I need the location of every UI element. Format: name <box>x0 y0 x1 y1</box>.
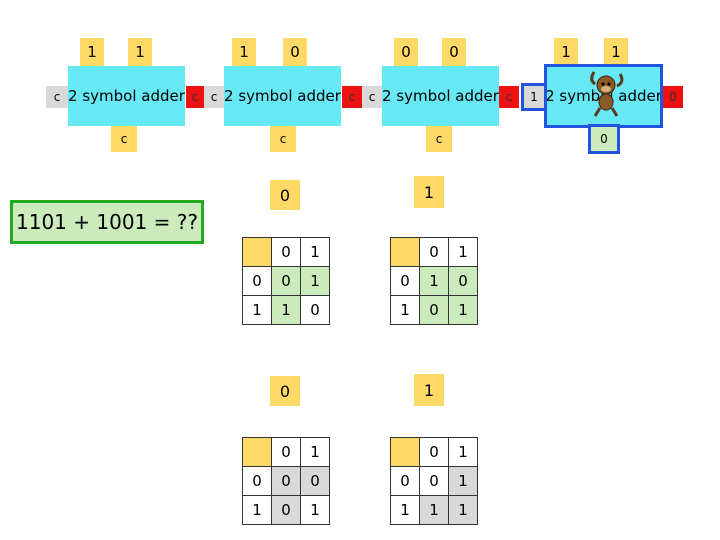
adder-3-input-a: 0 <box>394 38 418 66</box>
adder-2-carry-out: c <box>270 126 296 152</box>
table-cell: 1 <box>419 266 449 296</box>
result-bit-1: 0 <box>270 180 300 210</box>
table-cell: 1 <box>300 266 330 296</box>
result-bit-3: 0 <box>270 376 300 406</box>
adder-2-input-b: 0 <box>283 38 307 66</box>
monkey-icon <box>590 71 624 117</box>
problem-statement: 1101 + 1001 = ?? <box>10 200 204 244</box>
table-header-cell: 1 <box>300 237 330 267</box>
table-cell: 1 <box>419 495 449 525</box>
adder-1-input-b: 1 <box>128 38 152 66</box>
adder-4-carry-in: 1 <box>521 83 547 111</box>
table-cell: 1 <box>271 295 301 325</box>
table-cell: 1 <box>448 295 478 325</box>
adder-2-carry-in: c <box>204 86 224 108</box>
table-header-cell: 0 <box>271 237 301 267</box>
adder-3-label: 2 symbol adder <box>382 87 499 105</box>
adder-3-input-b: 0 <box>442 38 466 66</box>
table-cell: 0 <box>300 295 330 325</box>
adder-4-carry-out: 0 <box>588 124 620 154</box>
adder-1-input-a: 1 <box>80 38 104 66</box>
table-corner <box>390 437 420 467</box>
table-header-cell: 0 <box>271 437 301 467</box>
connector-1: c <box>186 86 204 108</box>
adder-2-label: 2 symbol adder <box>224 87 341 105</box>
adder-4-input-a: 1 <box>554 38 578 66</box>
table-cell: 1 <box>300 495 330 525</box>
adder-1-carry-in: c <box>46 86 68 108</box>
table-header-cell: 0 <box>419 237 449 267</box>
table-corner <box>390 237 420 267</box>
adder-1-carry-out: c <box>111 126 137 152</box>
table-corner <box>242 237 272 267</box>
adder-1: 2 symbol adder <box>68 66 185 126</box>
adder-2-input-a: 1 <box>232 38 256 66</box>
table-cell: 0 <box>300 466 330 496</box>
table-row-header: 1 <box>390 495 420 525</box>
adder-3-carry-out: c <box>426 126 452 152</box>
adder-3-carry-in: c <box>362 86 382 108</box>
table-row-header: 0 <box>242 466 272 496</box>
adder-3: 2 symbol adder <box>382 66 499 126</box>
table-cell: 0 <box>271 266 301 296</box>
table-cell: 0 <box>271 466 301 496</box>
table-cell: 0 <box>448 266 478 296</box>
adder-4-input-b: 1 <box>604 38 628 66</box>
table-row-header: 1 <box>390 295 420 325</box>
table-header-cell: 0 <box>419 437 449 467</box>
table-row-header: 1 <box>242 495 272 525</box>
table-cell: 1 <box>448 495 478 525</box>
adder-2: 2 symbol adder <box>224 66 341 126</box>
adder-1-label: 2 symbol adder <box>68 87 185 105</box>
table-row-header: 0 <box>242 266 272 296</box>
table-row-header: 0 <box>390 466 420 496</box>
table-cell: 0 <box>419 466 449 496</box>
table-cell: 0 <box>419 295 449 325</box>
table-header-cell: 1 <box>448 237 478 267</box>
table-row-header: 0 <box>390 266 420 296</box>
connector-3: c <box>499 86 519 108</box>
adder-4-sum-out: 0 <box>663 86 683 108</box>
result-bit-2: 1 <box>414 176 444 208</box>
table-corner <box>242 437 272 467</box>
table-header-cell: 1 <box>300 437 330 467</box>
connector-2: c <box>342 86 362 108</box>
table-row-header: 1 <box>242 295 272 325</box>
result-bit-4: 1 <box>414 374 444 406</box>
table-cell: 0 <box>271 495 301 525</box>
table-cell: 1 <box>448 466 478 496</box>
table-header-cell: 1 <box>448 437 478 467</box>
